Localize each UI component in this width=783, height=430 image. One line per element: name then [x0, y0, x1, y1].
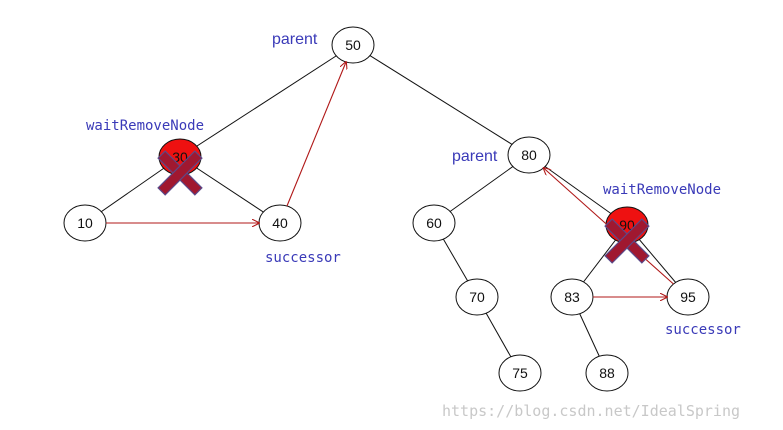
tree-edges	[84, 44, 689, 374]
tree-node: 40	[258, 204, 302, 242]
wait-remove-node-label-right: waitRemoveNode	[603, 182, 721, 198]
watermark-url: https://blog.csdn.net/IdealSpring	[442, 402, 740, 420]
tree-nodes: 50 30 80 10 40 60 90 70 83 95 75 88	[63, 26, 710, 392]
parent-label-right: parent	[452, 148, 498, 165]
tree-node: 60	[412, 204, 456, 242]
node-value: 50	[345, 37, 361, 53]
tree-node: 80	[507, 136, 551, 174]
node-value: 70	[469, 289, 485, 305]
tree-node: 70	[455, 278, 499, 316]
edge-n50-n30	[179, 44, 354, 158]
node-value: 80	[521, 147, 537, 163]
node-value: 88	[599, 365, 615, 381]
node-value: 95	[680, 289, 696, 305]
tree-node: 95	[666, 278, 710, 316]
node-value: 10	[77, 215, 93, 231]
tree-node: 75	[498, 354, 542, 392]
cross-bar	[604, 218, 650, 264]
node-circle	[455, 278, 499, 316]
node-circle	[507, 136, 551, 174]
node-value: 60	[426, 215, 442, 231]
remove-cross-icon	[157, 150, 203, 196]
node-circle	[498, 354, 542, 392]
cross-bar	[157, 150, 203, 196]
node-value: 83	[564, 289, 580, 305]
remove-cross-icon	[604, 218, 650, 264]
node-circle	[585, 354, 629, 392]
successor-label-right: successor	[665, 322, 741, 338]
tree-node: 83	[550, 278, 594, 316]
node-value: 30	[172, 149, 188, 165]
node-value: 90	[619, 217, 635, 233]
removal-crosses	[157, 150, 650, 264]
node-circle	[331, 26, 375, 64]
wait-remove-node-label-left: waitRemoveNode	[86, 118, 204, 134]
parent-label-left: parent	[272, 31, 318, 48]
tree-node: 10	[63, 204, 107, 242]
node-value: 40	[272, 215, 288, 231]
arrow-n40-n50	[286, 62, 346, 207]
successor-label-left: successor	[265, 250, 341, 266]
edge-n50-n80	[352, 44, 530, 156]
node-value: 75	[512, 365, 528, 381]
node-circle	[412, 204, 456, 242]
tree-node: 50	[331, 26, 375, 64]
tree-node: 88	[585, 354, 629, 392]
